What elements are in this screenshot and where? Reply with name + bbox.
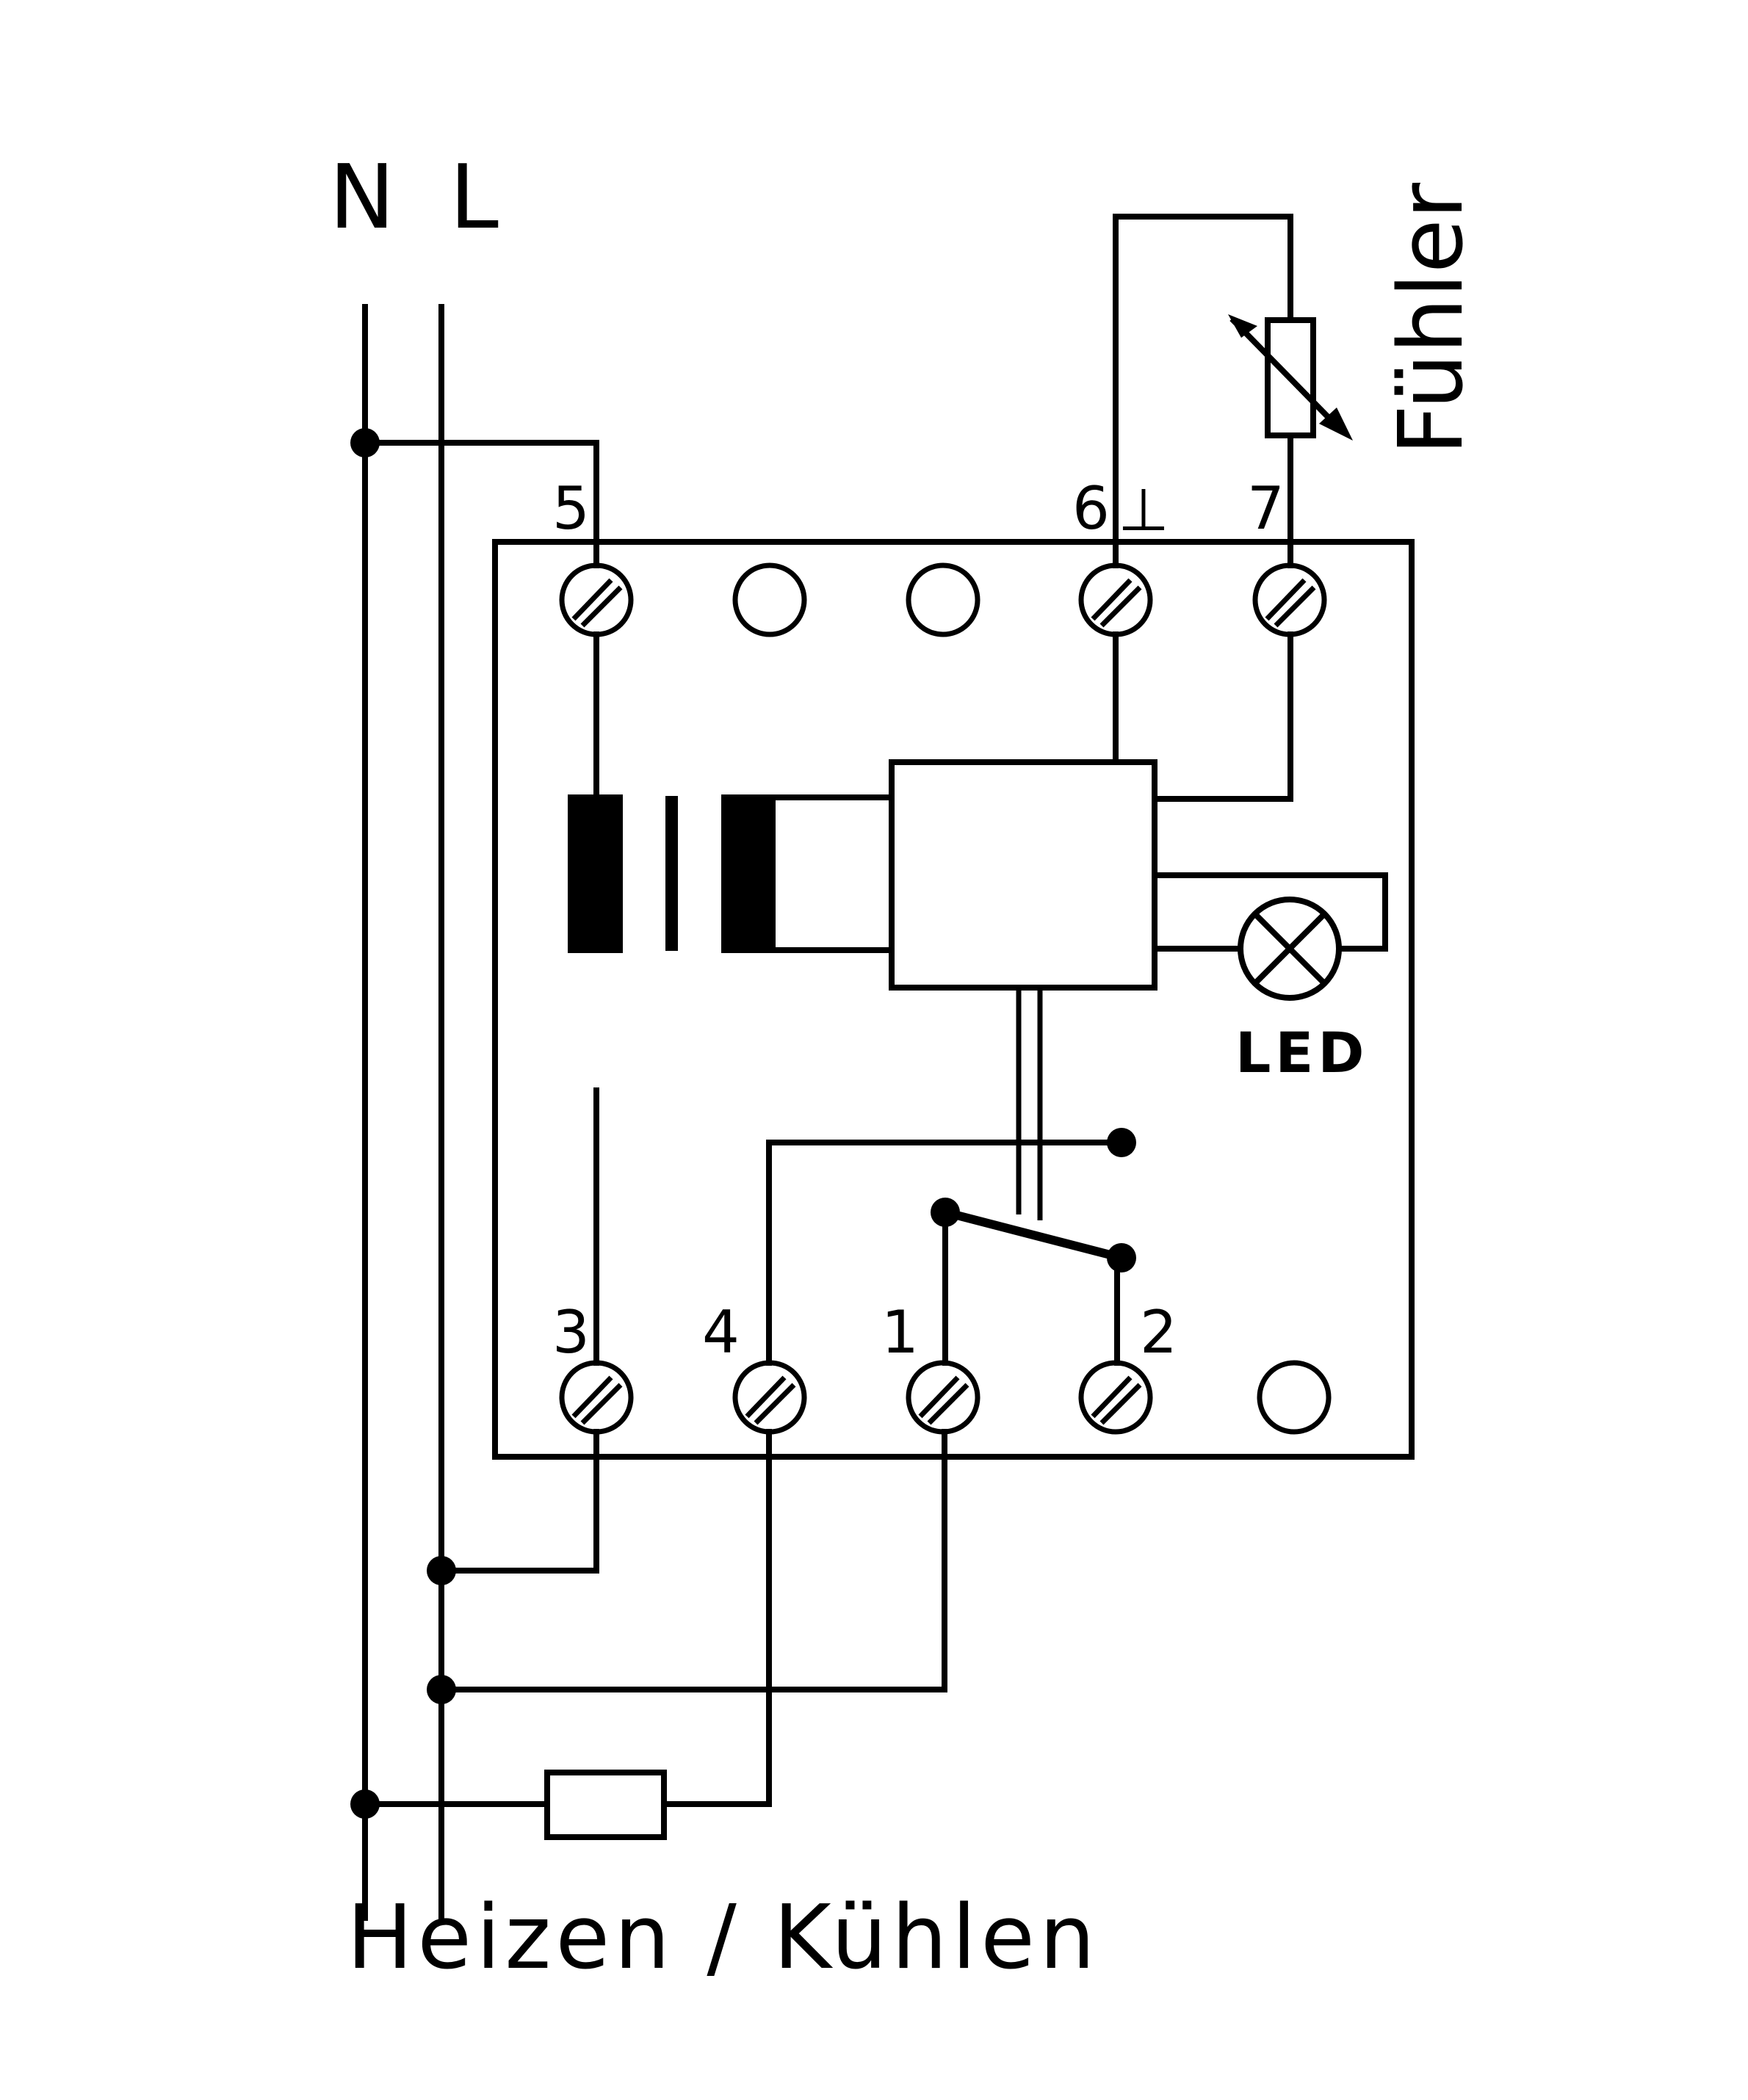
ground-symbol: ⊥ <box>1118 476 1169 544</box>
device-housing <box>492 539 1415 1460</box>
terminal-label-6: 6 <box>1072 474 1110 543</box>
terminal-empty-a <box>732 562 807 637</box>
terminal-empty-b <box>906 562 980 637</box>
transformer-core <box>665 796 678 951</box>
terminal-7 <box>1252 562 1327 637</box>
junction-dot <box>350 1789 380 1819</box>
contact-dot-no <box>1107 1243 1136 1272</box>
line-label: L <box>449 147 499 249</box>
terminal-label-3: 3 <box>552 1298 590 1366</box>
transformer-secondary-coil <box>721 794 776 953</box>
terminal-5 <box>559 562 634 637</box>
mode-caption: Heizen / Kühlen <box>347 1887 1099 1989</box>
neutral-label: N <box>329 147 395 249</box>
transformer-primary-coil <box>568 794 623 953</box>
terminal-label-7: 7 <box>1247 474 1285 543</box>
wire-sensor-6 <box>1113 214 1293 568</box>
wire-1-to-l <box>438 1429 947 1692</box>
arrow-head-top <box>1228 314 1257 338</box>
arrow-head-bottom <box>1319 408 1353 441</box>
terminal-6 <box>1078 562 1153 637</box>
junction-dot <box>427 1556 456 1585</box>
terminal-1 <box>906 1360 980 1435</box>
terminal-4 <box>732 1360 807 1435</box>
wire-4-to-load <box>661 1429 772 1807</box>
sensor-arrow-line <box>1229 316 1341 430</box>
wire-led-loop <box>1152 872 1388 952</box>
terminal-label-1: 1 <box>881 1298 919 1366</box>
control-unit <box>889 759 1157 991</box>
terminal-empty-c <box>1257 1360 1332 1435</box>
terminal-3 <box>559 1360 634 1435</box>
led-icon <box>1238 897 1342 1001</box>
sensor-resistor <box>1265 317 1316 438</box>
junction-dot <box>427 1675 456 1704</box>
terminal-label-2: 2 <box>1140 1298 1177 1366</box>
wire-n-to-5 <box>362 440 599 568</box>
terminal-label-5: 5 <box>552 474 590 543</box>
led-label: LED <box>1235 1020 1368 1085</box>
wire-3-to-l <box>438 1429 599 1574</box>
wire-7-control <box>1152 631 1293 802</box>
terminal-2 <box>1078 1360 1153 1435</box>
terminal-label-4: 4 <box>702 1298 740 1366</box>
wire-4-contact <box>766 1140 1124 1366</box>
sensor-label: Fühler <box>1381 182 1483 455</box>
switch-blade <box>944 1208 1123 1262</box>
junction-dot <box>350 428 380 457</box>
contact-dot-nc <box>1107 1128 1136 1157</box>
load-resistor <box>544 1770 667 1840</box>
